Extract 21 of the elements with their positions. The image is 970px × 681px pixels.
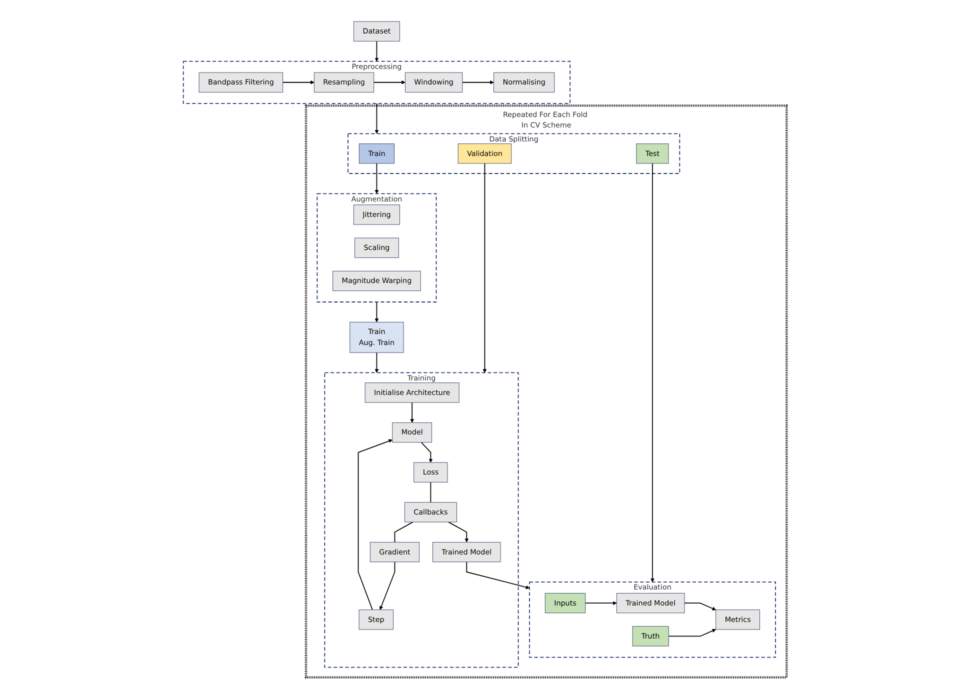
connector (430, 482, 432, 503)
arrow (379, 561, 396, 610)
arrow (420, 442, 433, 463)
arrow (584, 601, 617, 606)
arrow (374, 302, 379, 322)
arrow (282, 80, 314, 84)
arrow (466, 561, 530, 590)
arrow (373, 80, 406, 84)
arrow (668, 628, 716, 637)
arrow (358, 439, 393, 610)
arrow (410, 402, 414, 423)
arrow (374, 102, 379, 134)
arrow (482, 162, 487, 373)
arrow (650, 162, 654, 582)
arrow (462, 80, 494, 84)
connector (394, 522, 414, 543)
arrow (448, 522, 469, 542)
arrow (374, 162, 379, 194)
arrow (684, 602, 716, 610)
arrow (374, 352, 379, 373)
arrow (374, 40, 379, 62)
